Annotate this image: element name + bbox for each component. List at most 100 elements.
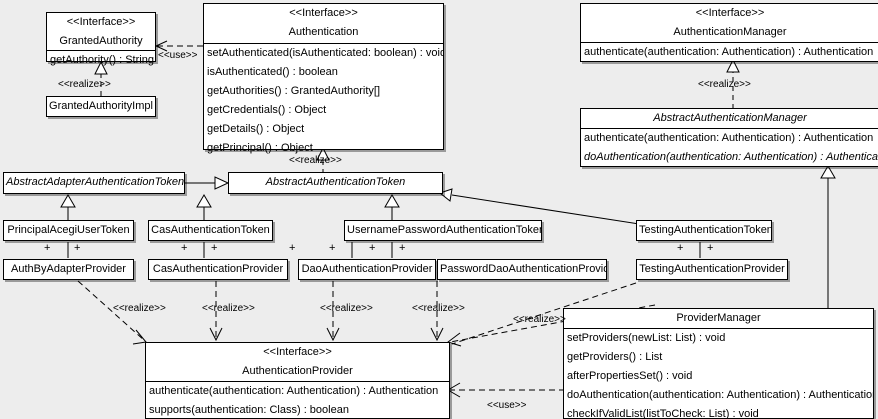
class-box-auth-by-adapter-provider[interactable]: AuthByAdapterProvider <box>3 259 134 280</box>
class-header: PasswordDaoAuthenticationProvider <box>438 260 606 279</box>
class-box-granted-authority[interactable]: <<Interface>> GrantedAuthority getAuthor… <box>46 12 156 66</box>
class-header: DaoAuthenticationProvider <box>299 260 435 279</box>
class-name: AbstractAuthenticationManager <box>653 112 807 124</box>
class-name: GrantedAuthorityImpl <box>49 100 153 112</box>
edge-label-use-granted-authority: <<use>> <box>158 50 198 61</box>
class-name: GrantedAuthority <box>59 35 143 47</box>
class-member: setProviders(newList: List) : void <box>567 332 726 344</box>
class-name: UsernamePasswordAuthenticationToken <box>347 224 541 236</box>
class-header: GrantedAuthorityImpl <box>47 97 155 116</box>
class-header: <<Interface>> AuthenticationManager <box>581 4 878 43</box>
class-header: <<Interface>> Authentication <box>204 4 443 44</box>
class-member: checkIfValidList(listToCheck: List) : vo… <box>567 408 759 419</box>
class-members: authenticate(authentication: Authenticat… <box>581 129 878 167</box>
multiplicity-marker: + <box>44 242 51 254</box>
edge-label-realize-provider-manager: <<realize>> <box>513 314 566 325</box>
class-name: AuthByAdapterProvider <box>11 263 126 275</box>
multiplicity-marker: + <box>677 242 684 254</box>
class-members: setAuthenticated(isAuthenticated: boolea… <box>204 44 443 158</box>
class-header: CasAuthenticationProvider <box>149 260 287 279</box>
class-members: setProviders(newList: List) : void getPr… <box>564 329 873 419</box>
class-box-principal-acegi-user-token[interactable]: PrincipalAcegiUserToken <box>3 220 134 241</box>
class-member: getCredentials() : Object <box>207 104 327 116</box>
class-box-password-dao-authentication-provider[interactable]: PasswordDaoAuthenticationProvider <box>437 259 607 280</box>
class-box-authentication[interactable]: <<Interface>> Authentication setAuthenti… <box>203 3 444 154</box>
class-name: CasAuthenticationToken <box>151 224 270 236</box>
multiplicity-marker: + <box>329 242 336 254</box>
class-box-authentication-manager[interactable]: <<Interface>> AuthenticationManager auth… <box>580 3 878 62</box>
class-name: CasAuthenticationProvider <box>152 263 284 275</box>
multiplicity-marker: + <box>707 242 714 254</box>
class-name: AuthenticationProvider <box>242 365 353 377</box>
stereotype-label: <<Interface>> <box>263 346 332 358</box>
class-members: authenticate(authentication: Authenticat… <box>581 43 878 62</box>
class-name: PrincipalAcegiUserToken <box>7 224 130 236</box>
class-name: AuthenticationManager <box>673 26 787 38</box>
class-box-abstract-adapter-authentication-token[interactable]: AbstractAdapterAuthenticationToken <box>3 172 185 194</box>
class-name: TestingAuthenticationProvider <box>639 263 785 275</box>
class-member: authenticate(authentication: Authenticat… <box>584 46 874 58</box>
class-member: afterPropertiesSet() : void <box>567 370 693 382</box>
multiplicity-marker: + <box>369 242 376 254</box>
stereotype-label: <<Interface>> <box>695 7 765 19</box>
edge-label-realize-granted-authority-impl: <<realize>> <box>58 79 111 90</box>
stereotype-label: <<Interface>> <box>289 7 358 19</box>
class-header: TestingAuthenticationToken <box>637 221 771 240</box>
class-name: Authentication <box>288 26 359 38</box>
class-member: doAuthentication(authentication: Authent… <box>567 389 873 401</box>
class-member: getPrincipal() : Object <box>207 142 313 154</box>
class-box-cas-authentication-token[interactable]: CasAuthenticationToken <box>148 220 273 241</box>
edge-label-use-provider-manager: <<use>> <box>487 400 527 411</box>
stereotype-label: <<Interface>> <box>66 16 136 28</box>
edge-label-realize-dao: <<realize>> <box>320 303 373 314</box>
multiplicity-marker: + <box>74 242 81 254</box>
multiplicity-marker: + <box>289 242 296 254</box>
class-header: TestingAuthenticationProvider <box>637 260 787 279</box>
class-header: <<Interface>> AuthenticationProvider <box>146 343 449 382</box>
class-member: getAuthority() : String <box>50 54 154 66</box>
class-box-cas-authentication-provider[interactable]: CasAuthenticationProvider <box>148 259 288 280</box>
class-name: DaoAuthenticationProvider <box>301 263 433 275</box>
class-box-abstract-authentication-manager[interactable]: AbstractAuthenticationManager authentica… <box>580 108 878 167</box>
class-member: authenticate(authentication: Authenticat… <box>149 385 439 397</box>
edge-label-realize-auth-by-adapter: <<realize>> <box>113 303 166 314</box>
class-header: ProviderManager <box>564 309 873 329</box>
class-box-dao-authentication-provider[interactable]: DaoAuthenticationProvider <box>298 259 436 280</box>
class-header: CasAuthenticationToken <box>149 221 272 240</box>
edge-label-realize-abstract-authentication-manager: <<realize>> <box>698 79 751 90</box>
class-box-authentication-provider[interactable]: <<Interface>> AuthenticationProvider aut… <box>145 342 450 419</box>
class-member: getProviders() : List <box>567 351 663 363</box>
class-header: PrincipalAcegiUserToken <box>4 221 133 240</box>
multiplicity-marker: + <box>211 242 218 254</box>
class-header: AuthByAdapterProvider <box>4 260 133 279</box>
edge-label-realize-abstract-authentication-token: <<realize>> <box>289 155 342 166</box>
class-members: authenticate(authentication: Authenticat… <box>146 382 449 419</box>
class-name: AbstractAdapterAuthenticationToken <box>6 176 184 188</box>
class-box-testing-authentication-token[interactable]: TestingAuthenticationToken <box>636 220 772 241</box>
class-name: ProviderManager <box>676 312 761 324</box>
class-header: <<Interface>> GrantedAuthority <box>47 13 155 51</box>
class-member: supports(authentication: Class) : boolea… <box>149 404 349 416</box>
class-box-testing-authentication-provider[interactable]: TestingAuthenticationProvider <box>636 259 788 280</box>
class-header: AbstractAuthenticationToken <box>229 173 442 193</box>
class-header: AbstractAdapterAuthenticationToken <box>4 173 184 193</box>
multiplicity-marker: + <box>399 242 406 254</box>
class-member: setAuthenticated(isAuthenticated: boolea… <box>207 47 443 59</box>
class-name: TestingAuthenticationToken <box>639 224 771 236</box>
multiplicity-marker: + <box>181 242 188 254</box>
class-box-granted-authority-impl[interactable]: GrantedAuthorityImpl <box>46 96 156 117</box>
class-box-provider-manager[interactable]: ProviderManager setProviders(newList: Li… <box>563 308 874 419</box>
class-member: getAuthorities() : GrantedAuthority[] <box>207 85 381 97</box>
class-member: doAuthentication(authentication: Authent… <box>584 151 878 163</box>
class-box-abstract-authentication-token[interactable]: AbstractAuthenticationToken <box>228 172 443 194</box>
class-header: AbstractAuthenticationManager <box>581 109 878 129</box>
class-box-username-password-authentication-token[interactable]: UsernamePasswordAuthenticationToken <box>344 220 542 241</box>
class-name: AbstractAuthenticationToken <box>265 176 406 188</box>
class-member: isAuthenticated() : boolean <box>207 66 338 78</box>
class-header: UsernamePasswordAuthenticationToken <box>345 221 541 240</box>
class-member: getDetails() : Object <box>207 123 305 135</box>
edge-label-realize-password-dao: <<realize>> <box>412 303 465 314</box>
edge-label-realize-cas: <<realize>> <box>202 303 255 314</box>
class-name: PasswordDaoAuthenticationProvider <box>440 263 606 275</box>
